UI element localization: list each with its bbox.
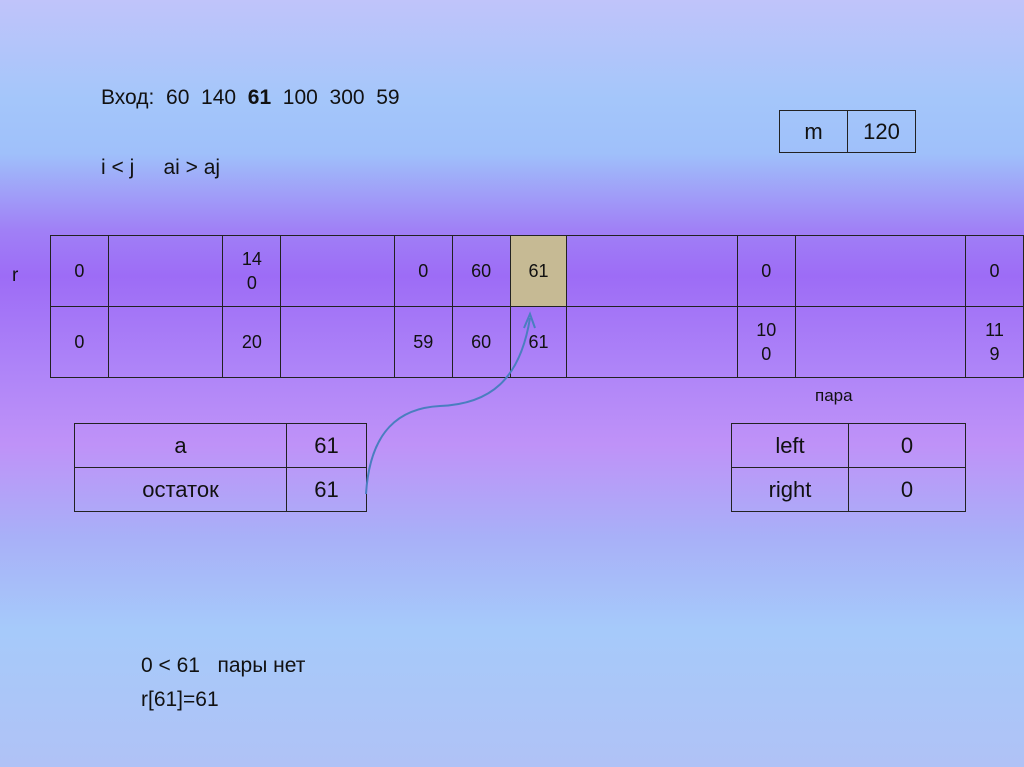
r-table-cell (107, 306, 224, 378)
left-label: left (731, 423, 849, 468)
input-value: 61 (247, 86, 283, 109)
r-table-cell: 11 9 (965, 306, 1024, 378)
input-label: Вход: (101, 86, 155, 109)
remainder-label: остаток (74, 467, 287, 512)
input-value: 100 (282, 86, 330, 109)
condition-right: ai > aj (163, 156, 221, 179)
r-table-cell: 60 (451, 235, 511, 307)
right-value: 0 (848, 467, 966, 512)
r-table-cell: 20 (222, 306, 282, 378)
r-table-cell (566, 235, 738, 307)
r-table-cell (794, 306, 967, 378)
r-table-cell (280, 235, 395, 307)
input-values: 60 140 61 100 300 59 (166, 86, 400, 109)
condition-line: i < j ai > aj (101, 156, 220, 180)
arrow-head-icon (523, 311, 536, 329)
remainder-value: 61 (286, 467, 367, 512)
pair-caption: пара (815, 386, 853, 405)
r-table-cell: 0 (393, 235, 453, 307)
input-value: 300 (329, 86, 377, 109)
input-line: Вход: 60 140 61 100 300 59 (101, 86, 400, 110)
r-table-cell (280, 306, 395, 378)
r-table-cell: 59 (393, 306, 453, 378)
r-table-cell: 10 0 (736, 306, 796, 378)
input-value: 59 (376, 86, 400, 109)
condition-left: i < j (101, 156, 135, 179)
result-line-2: r[61]=61 (141, 688, 219, 711)
right-label: right (731, 467, 849, 512)
r-table-cell: 14 0 (222, 235, 282, 307)
r-table-cell: 61 (509, 306, 568, 378)
input-value: 60 (166, 86, 202, 109)
r-table-cell: 61 (509, 235, 568, 307)
m-value: 120 (847, 110, 916, 153)
m-label: m (779, 110, 848, 153)
r-table-cell: 0 (50, 306, 109, 378)
r-table-cell (794, 235, 967, 307)
r-table-cell (566, 306, 738, 378)
result-line-1: 0 < 61 пары нет (141, 654, 306, 677)
input-value: 140 (201, 86, 248, 109)
a-value: 61 (286, 423, 367, 468)
r-table-cell: 60 (451, 306, 511, 378)
r-label: r (12, 265, 19, 286)
r-table-cell: 0 (965, 235, 1024, 307)
m-table: m 120 (779, 110, 916, 153)
a-label: a (74, 423, 287, 468)
